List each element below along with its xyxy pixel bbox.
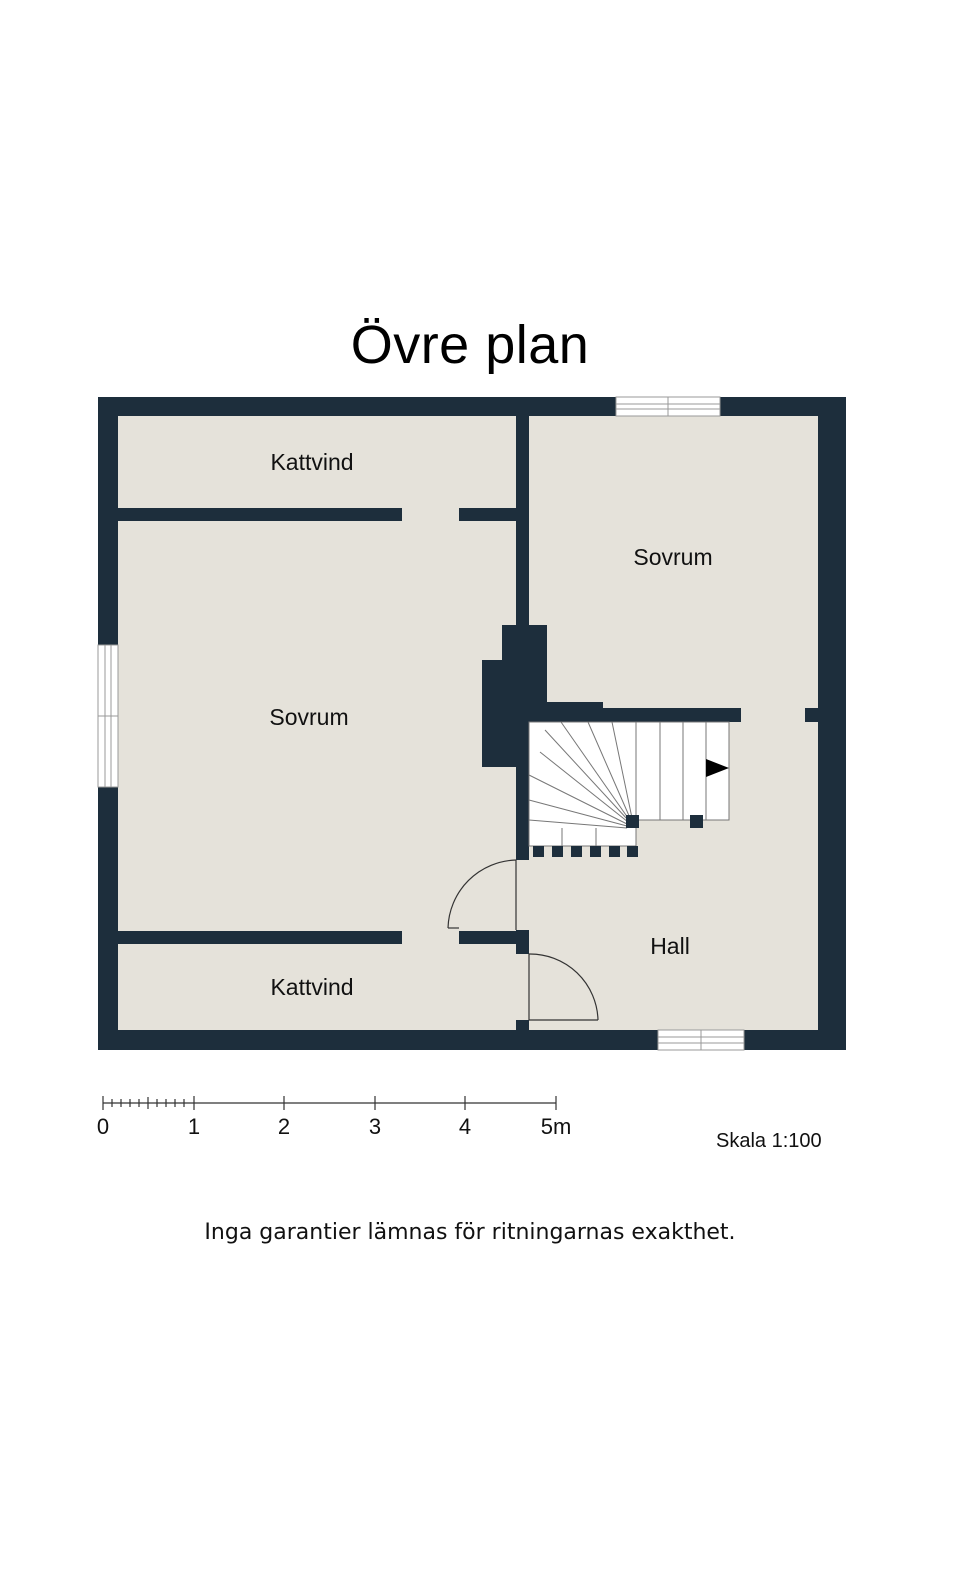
scale-tick-0: 0 [97, 1114, 109, 1139]
scale-label: Skala 1:100 [716, 1130, 822, 1152]
room-label-attic-bottom: Kattvind [270, 974, 353, 1000]
room-label-bedroom-left: Sovrum [269, 704, 348, 730]
disclaimer: Inga garantier lämnas för ritningarnas e… [204, 1220, 736, 1245]
scale-tick-1: 1 [188, 1114, 200, 1139]
window-top [615, 396, 721, 417]
room-label-attic-top: Kattvind [270, 449, 353, 475]
window-left [97, 644, 119, 788]
scale-tick-5: 5m [541, 1114, 572, 1139]
room-label-hall: Hall [650, 933, 690, 959]
scale-tick-4: 4 [459, 1114, 471, 1139]
interior-walls [118, 416, 818, 1030]
window-bottom [657, 1029, 745, 1051]
scale-bar [102, 1096, 557, 1110]
door-hall-bottom [528, 953, 599, 1021]
staircase [528, 721, 730, 857]
scale-tick-3: 3 [369, 1114, 381, 1139]
page-title: Övre plan [350, 315, 590, 375]
door-hall-left [447, 859, 517, 930]
room-label-bedroom-right: Sovrum [633, 544, 712, 570]
scale-tick-2: 2 [278, 1114, 290, 1139]
stair-arrow-icon [706, 759, 729, 777]
